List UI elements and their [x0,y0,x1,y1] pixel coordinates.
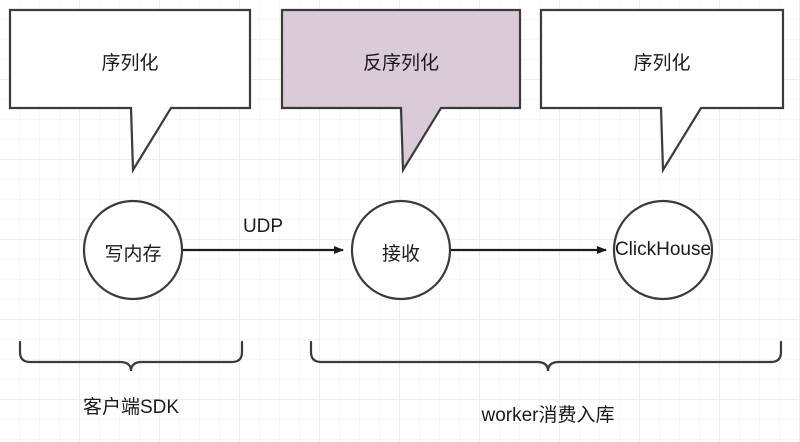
node-label-clickhouse: ClickHouse [614,239,712,260]
brace-worker [309,340,783,372]
node-circle-clickhouse [612,199,714,301]
node-circle-receive [350,199,452,301]
node-circle-write-memory [82,199,184,301]
edge-label-udp: UDP [242,216,284,237]
callout-label-serialize-right: 序列化 [633,53,691,74]
node-label-write-memory: 写内存 [104,244,162,265]
callout-shape-serialize-left [8,8,252,174]
group-label-client-sdk: 客户端SDK [82,397,180,418]
brace-client-sdk [18,340,244,372]
callout-shape-serialize-right [539,8,785,174]
callout-label-serialize-left: 序列化 [101,53,159,74]
node-label-receive: 接收 [381,244,420,265]
callout-label-deserialize: 反序列化 [362,53,439,74]
callout-shape-deserialize [280,8,522,174]
group-label-worker: worker消费入库 [481,405,615,426]
